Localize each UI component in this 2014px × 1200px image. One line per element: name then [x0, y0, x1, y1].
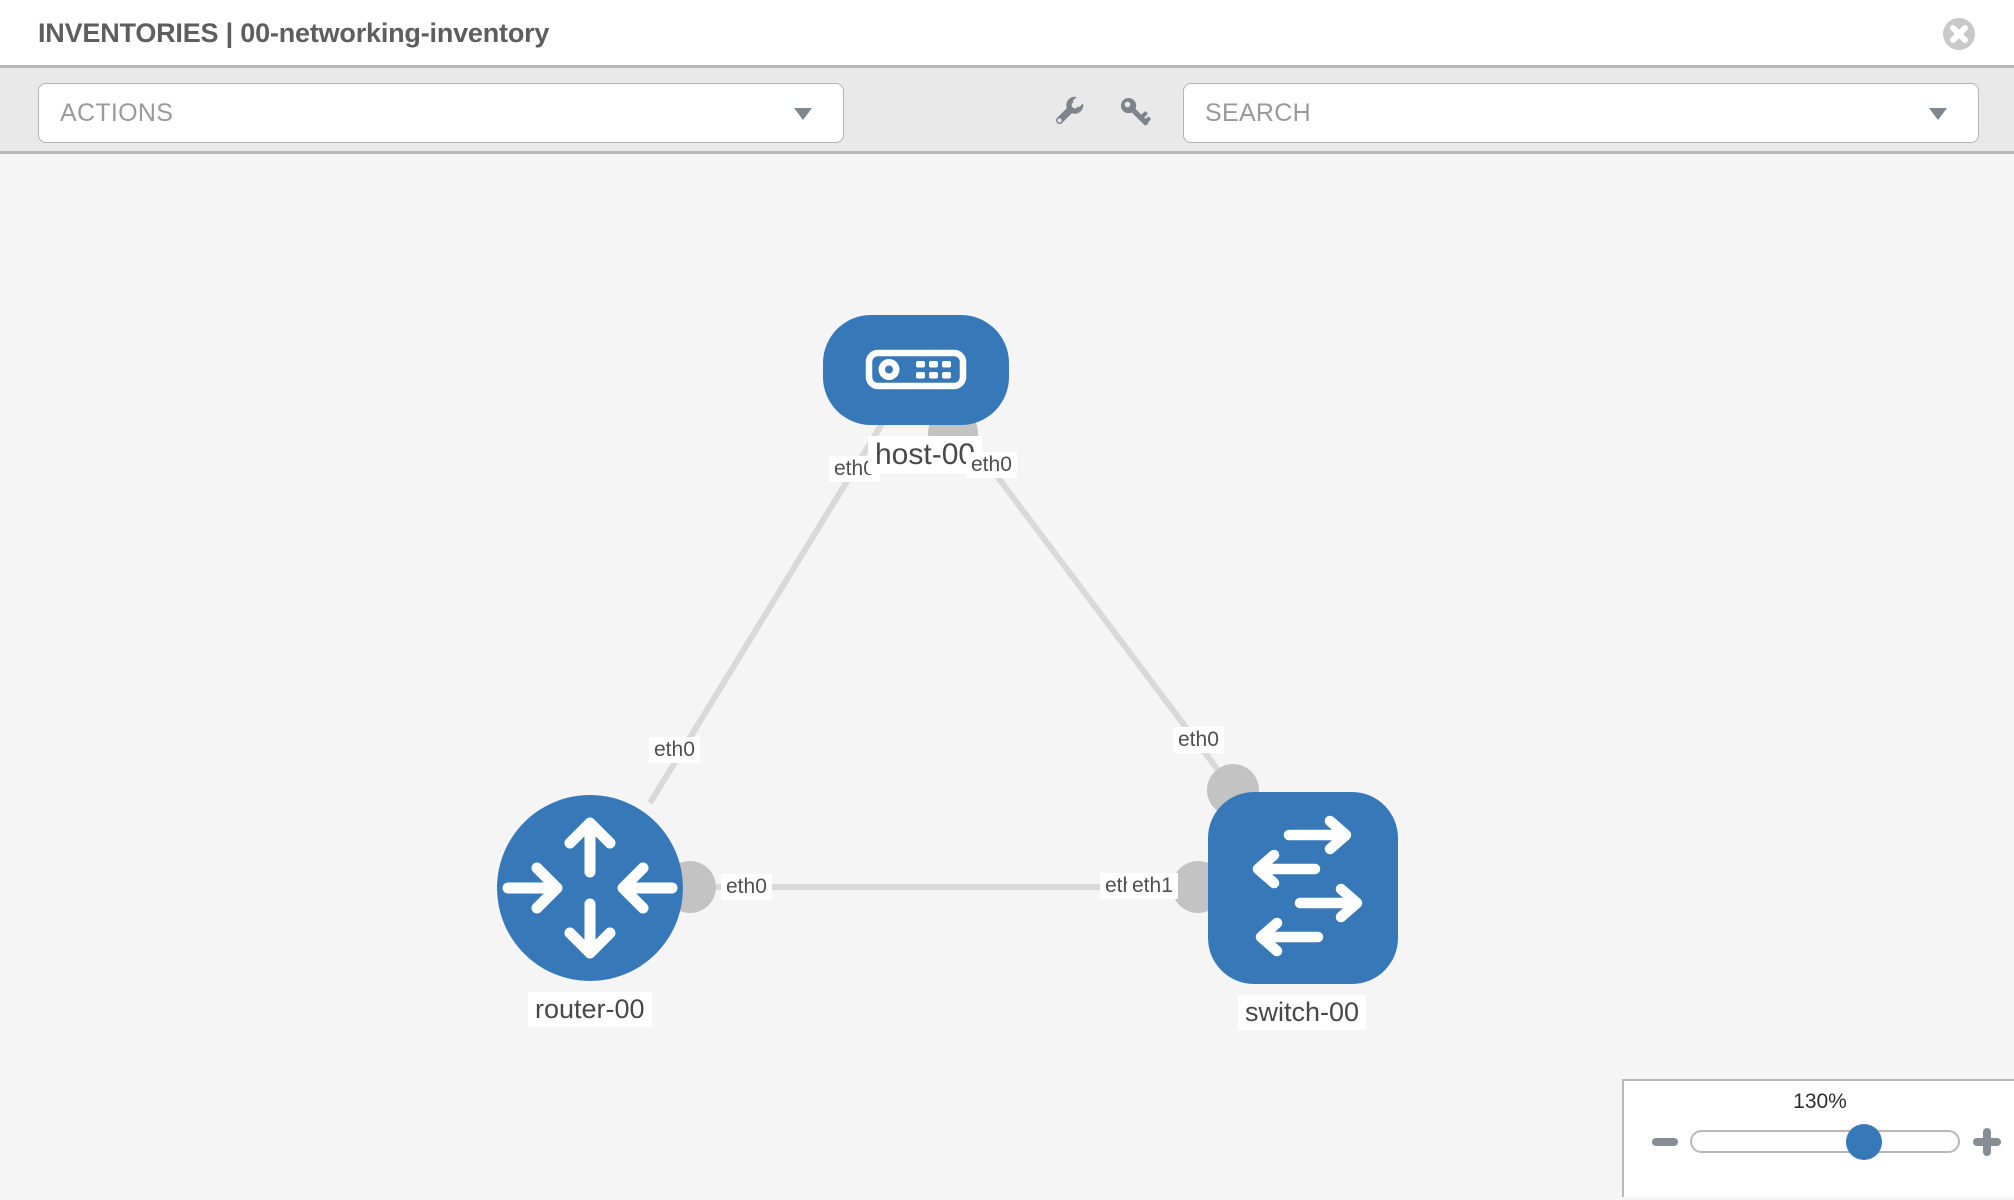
key-button[interactable] — [1114, 91, 1158, 135]
node-router[interactable] — [497, 795, 683, 981]
chevron-down-icon — [794, 108, 812, 120]
wrench-icon — [1055, 94, 1086, 125]
wrench-button[interactable] — [1045, 91, 1089, 135]
key-icon — [1120, 97, 1151, 126]
node-switch[interactable] — [1208, 792, 1398, 984]
search-dropdown-label: SEARCH — [1205, 99, 1311, 127]
actions-dropdown[interactable]: ACTIONS — [38, 83, 844, 143]
topology-graph — [497, 315, 1398, 984]
node-host[interactable] — [823, 315, 1009, 425]
header: INVENTORIES | 00-networking-inventory — [0, 0, 2014, 68]
close-icon — [1943, 18, 1975, 50]
node-label-host: host-00 — [868, 436, 983, 474]
zoom-slider-thumb[interactable] — [1846, 1124, 1882, 1160]
zoom-slider-track[interactable] — [1690, 1130, 1960, 1153]
interface-label: eth0 — [1173, 727, 1224, 753]
zoom-in-button[interactable] — [1973, 1128, 2001, 1156]
chevron-down-icon — [1929, 108, 1947, 120]
zoom-level-label: 130% — [1793, 1090, 1847, 1113]
toolbar: ACTIONS SEARCH — [0, 68, 2014, 154]
node-label-switch: switch-00 — [1238, 995, 1367, 1030]
interface-label: eth0 — [649, 737, 700, 763]
node-label-router: router-00 — [528, 992, 652, 1027]
interface-label: eth0 — [966, 452, 1017, 478]
close-button[interactable] — [1941, 16, 1977, 52]
interface-label: eth1 — [1127, 873, 1178, 899]
interface-label: eth0 — [721, 874, 772, 900]
topology-canvas[interactable]: eth0 host-00 eth0 eth0 eth0 eth0 eth0 et… — [0, 154, 2014, 1197]
zoom-panel: 130% — [1622, 1079, 2014, 1197]
host-icon — [865, 349, 967, 390]
switch-icon — [1252, 815, 1363, 957]
actions-dropdown-label: ACTIONS — [60, 99, 174, 127]
router-icon — [502, 817, 678, 959]
zoom-out-button[interactable] — [1652, 1138, 1678, 1146]
page-title: INVENTORIES | 00-networking-inventory — [38, 18, 550, 48]
search-dropdown[interactable]: SEARCH — [1183, 83, 1979, 143]
